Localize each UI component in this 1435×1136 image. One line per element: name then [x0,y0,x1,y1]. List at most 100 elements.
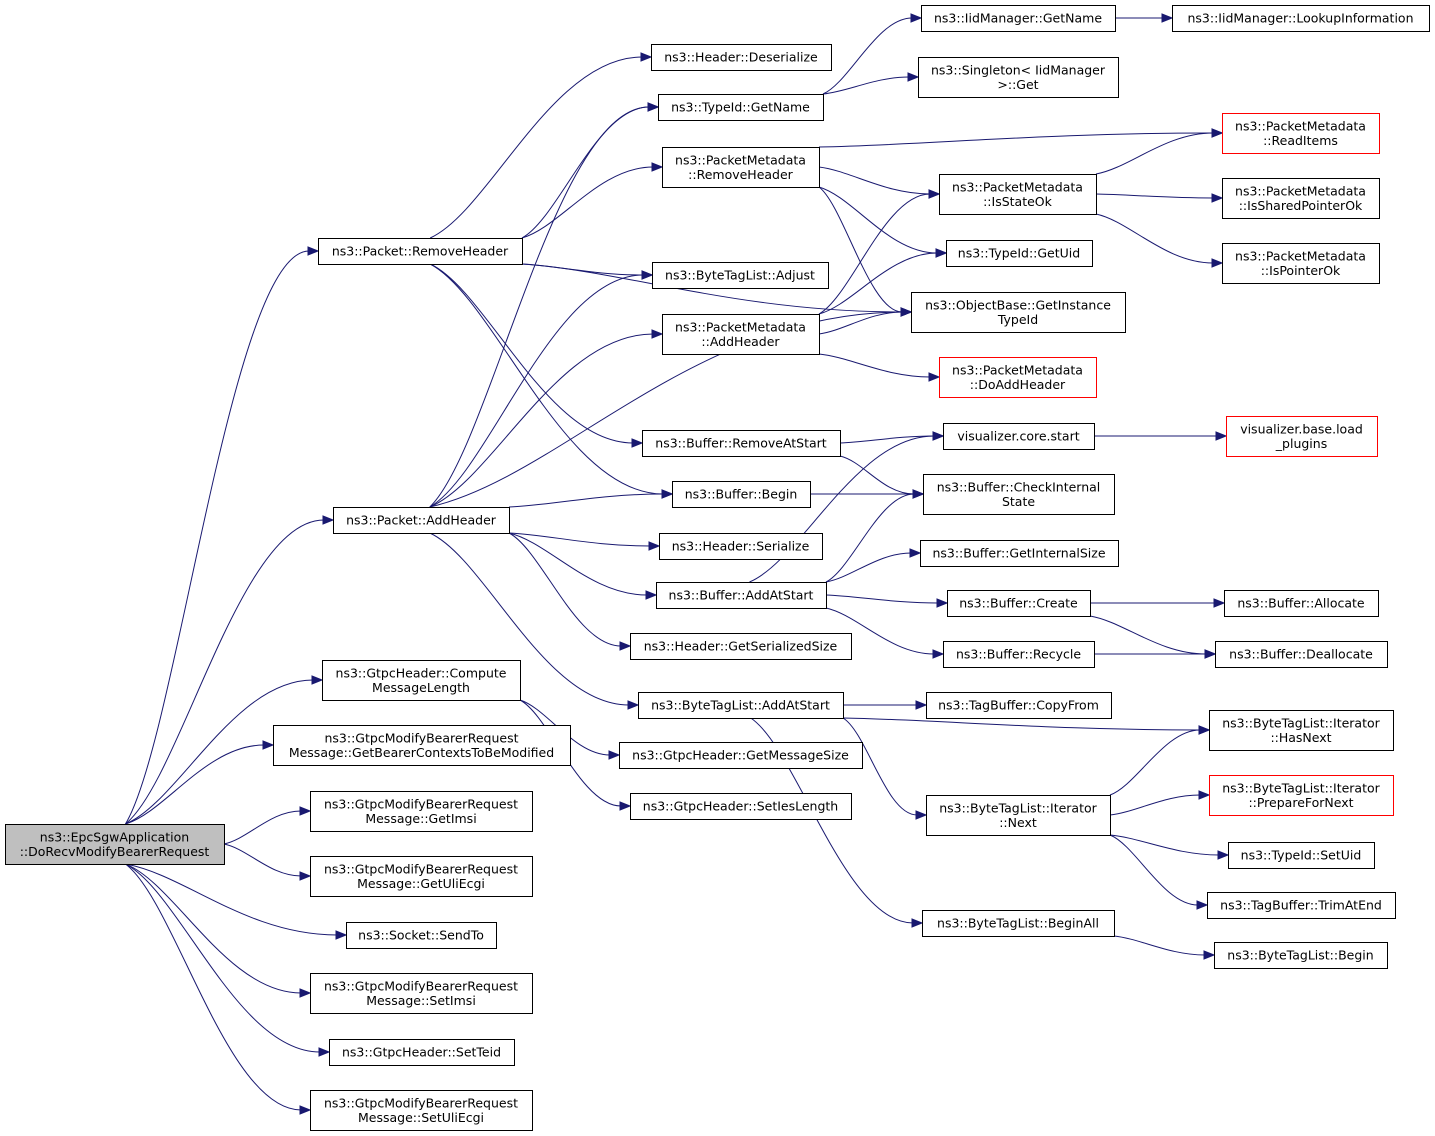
node-label: Message::GetUliEcgi [357,876,485,891]
node-buf-begin[interactable]: ns3::Buffer::Begin [672,481,811,508]
node-buf-allocate[interactable]: ns3::Buffer::Allocate [1224,590,1379,617]
node-box [1209,710,1394,751]
node-typeid-getname[interactable]: ns3::TypeId::GetName [658,94,824,121]
node-btl-addstart[interactable]: ns3::ByteTagList::AddAtStart [638,692,844,719]
node-gtpc-setieslen[interactable]: ns3::GtpcHeader::SetIesLength [630,793,852,820]
edge-line [125,679,314,825]
node-label: ns3::TypeId::SetUid [1241,848,1362,863]
node-gmbr-getbearer[interactable]: ns3::GtpcModifyBearerRequestMessage::Get… [273,725,571,766]
edge-arrowhead [307,246,320,256]
node-label: ns3::ByteTagList::Begin [1227,948,1373,963]
edge-arrowhead [1161,13,1174,23]
node-pm-readitems[interactable]: ns3::PacketMetadata::ReadItems [1222,113,1380,154]
edge-layer [125,13,1230,1115]
edge-line [839,435,935,444]
node-pm-isstateok[interactable]: ns3::PacketMetadata::IsStateOk [939,174,1097,215]
node-buf-remstart[interactable]: ns3::Buffer::RemoveAtStart [642,430,841,457]
edge-root-to-gmbr-getbearer [125,740,275,825]
node-vis-base-load[interactable]: visualizer.base.load_plugins [1226,416,1378,457]
node-typeid-getuid[interactable]: ns3::TypeId::GetUid [946,240,1093,267]
edge-iid-getname-to-iid-lookup [1115,13,1174,23]
node-box [943,423,1095,450]
node-buf-getintsize[interactable]: ns3::Buffer::GetInternalSize [920,540,1119,567]
node-label: ::ReadItems [1263,133,1338,148]
node-box [310,973,533,1014]
edge-line [1095,193,1214,199]
node-buf-dealloc[interactable]: ns3::Buffer::Deallocate [1215,641,1388,668]
node-box [656,582,827,609]
edge-arrowhead [322,515,335,525]
edge-pkt-addhdr-to-btl-adjust [429,270,654,508]
node-box [1222,178,1380,219]
edge-line [818,132,1214,148]
node-iid-getname[interactable]: ns3::IidManager::GetName [921,5,1116,32]
node-vis-core-start[interactable]: visualizer.core.start [943,423,1095,450]
node-label: TypeId [997,312,1038,327]
node-btl-it-prepare[interactable]: ns3::ByteTagList::Iterator::PrepareForNe… [1209,775,1394,816]
node-btl-adjust[interactable]: ns3::ByteTagList::Adjust [652,262,829,289]
edge-pm-remhdr-to-objbase-getinst [818,186,913,317]
edge-pkt-addhdr-to-buf-begin [508,489,674,508]
edge-line [825,493,915,583]
node-pm-issharedptr[interactable]: ns3::PacketMetadata::IsSharedPointerOk [1222,178,1380,219]
node-gtpc-setteid[interactable]: ns3::GtpcHeader::SetTeid [329,1039,515,1066]
node-tagbuf-copyfrom[interactable]: ns3::TagBuffer::CopyFrom [926,692,1112,719]
edge-line [1095,213,1214,264]
node-pkt-addhdr[interactable]: ns3::Packet::AddHeader [333,507,510,534]
node-box [1215,641,1388,668]
node-pm-isptr[interactable]: ns3::PacketMetadata::IsPointerOk [1222,243,1380,284]
node-label: ns3::TagBuffer::TrimAtEnd [1220,898,1382,913]
node-label: ns3::Singleton< IidManager [931,62,1106,77]
edge-line [818,252,938,315]
edge-line [750,717,914,924]
node-pm-remhdr[interactable]: ns3::PacketMetadata::RemoveHeader [662,147,820,188]
node-label: ns3::ByteTagList::Adjust [665,268,815,283]
node-btl-begin[interactable]: ns3::ByteTagList::Begin [1214,942,1388,969]
node-pm-addhdr[interactable]: ns3::PacketMetadata::AddHeader [662,314,820,355]
node-box [921,5,1116,32]
edge-buf-create-to-buf-dealloc [1089,615,1217,659]
node-gtpc-getmsgsize[interactable]: ns3::GtpcHeader::GetMessageSize [619,742,863,769]
node-buf-recycle[interactable]: ns3::Buffer::Recycle [943,641,1095,668]
node-typeid-setuid[interactable]: ns3::TypeId::SetUid [1228,842,1375,869]
edge-pm-addhdr-to-typeid-getuid [818,248,948,315]
node-singleton-get[interactable]: ns3::Singleton< IidManager>::Get [918,57,1119,98]
node-socket-sendto[interactable]: ns3::Socket::SendTo [346,922,497,949]
node-gmbr-getuli[interactable]: ns3::GtpcModifyBearerRequestMessage::Get… [310,856,533,897]
node-hdr-getsersize[interactable]: ns3::Header::GetSerializedSize [630,633,852,660]
node-iid-lookup[interactable]: ns3::IidManager::LookupInformation [1172,5,1430,32]
node-label: ns3::Buffer::RemoveAtStart [655,436,827,451]
node-label: ns3::ByteTagList::Iterator [1222,715,1380,730]
node-gmbr-setimsi[interactable]: ns3::GtpcModifyBearerRequestMessage::Set… [310,973,533,1014]
node-pm-doaddhdr[interactable]: ns3::PacketMetadata::DoAddHeader [939,357,1097,398]
node-box [630,633,852,660]
node-gmbr-setuli[interactable]: ns3::GtpcModifyBearerRequestMessage::Set… [310,1090,533,1131]
node-buf-create[interactable]: ns3::Buffer::Create [947,590,1091,617]
node-label: State [1002,494,1035,509]
node-hdr-deser[interactable]: ns3::Header::Deserialize [651,44,832,71]
node-btl-beginall[interactable]: ns3::ByteTagList::BeginAll [922,910,1115,937]
edge-root-to-gtpc-setteid [125,863,331,1057]
node-root[interactable]: ns3::EpcSgwApplication::DoRecvModifyBear… [5,824,225,865]
node-box [920,540,1119,567]
node-gmbr-getimsi[interactable]: ns3::GtpcModifyBearerRequestMessage::Get… [310,791,533,832]
edge-buf-remstart-to-vis-core-start [839,431,945,444]
node-buf-addstart[interactable]: ns3::Buffer::AddAtStart [656,582,827,609]
node-btl-it-next[interactable]: ns3::ByteTagList::Iterator::Next [926,795,1111,836]
edge-arrowhead [928,372,941,382]
node-label: ns3::GtpcModifyBearerRequest [324,861,518,876]
edge-line [125,863,302,1111]
edge-line [1109,834,1199,906]
node-pkt-remhdr[interactable]: ns3::Packet::RemoveHeader [318,238,523,265]
edge-arrowhead [936,598,949,608]
node-hdr-serialize[interactable]: ns3::Header::Serialize [659,533,823,560]
edge-line [508,532,648,596]
node-tagbuf-trim[interactable]: ns3::TagBuffer::TrimAtEnd [1207,892,1396,919]
node-btl-it-hasnext[interactable]: ns3::ByteTagList::Iterator::HasNext [1209,710,1394,751]
node-label: ns3::TypeId::GetUid [958,246,1080,261]
edge-buf-recycle-to-buf-dealloc [1094,649,1217,659]
